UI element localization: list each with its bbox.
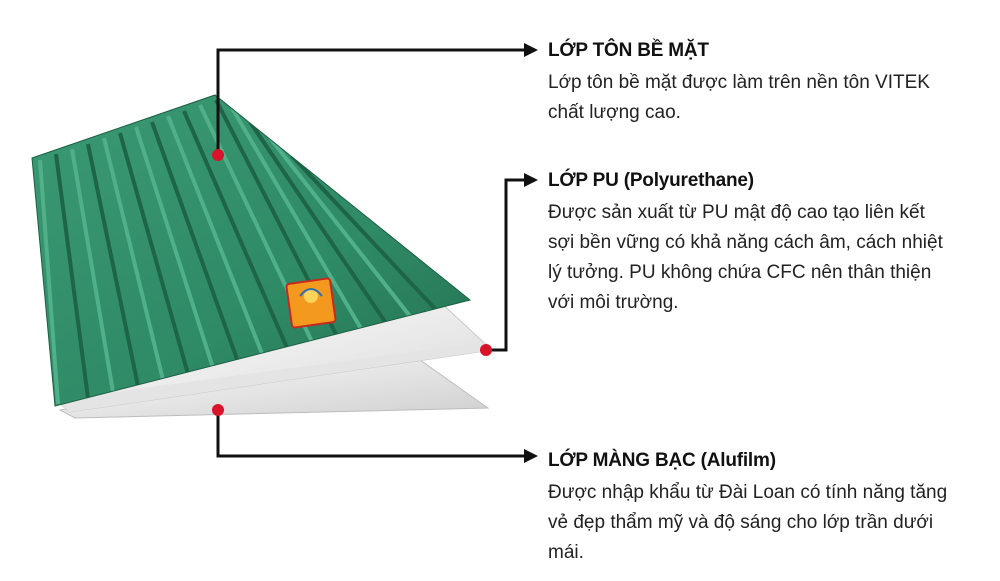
layer-film-block: LỚP MÀNG BẠC (Alufilm) Được nhập khẩu từ… (548, 450, 948, 568)
layer-pu-description: Được sản xuất từ PU mật độ cao tạo liên … (548, 202, 943, 313)
marker-dot-pu (480, 344, 492, 356)
layer-surface-block: LỚP TÔN BỀ MẶT Lớp tôn bề mặt được làm t… (548, 40, 943, 128)
layer-surface-description: Lớp tôn bề mặt được làm trên nền tôn VIT… (548, 72, 930, 123)
connector-line-surface (216, 48, 528, 155)
layer-surface-title: LỚP TÔN BỀ MẶT (548, 40, 709, 61)
connector-line-pu (486, 178, 528, 352)
layer-film-description: Được nhập khẩu từ Đài Loan có tính năng … (548, 482, 948, 563)
layer-pu-block: LỚP PU (Polyurethane) Được sản xuất từ P… (548, 170, 950, 318)
layer-pu-title: LỚP PU (Polyurethane) (548, 170, 754, 191)
layer-film-title: LỚP MÀNG BẠC (Alufilm) (548, 450, 776, 471)
marker-dot-film (212, 404, 224, 416)
marker-dot-surface (212, 149, 224, 161)
vitek-logo (285, 277, 337, 329)
connector-line-film (216, 410, 528, 458)
steel-sheet-layer (31, 94, 472, 407)
